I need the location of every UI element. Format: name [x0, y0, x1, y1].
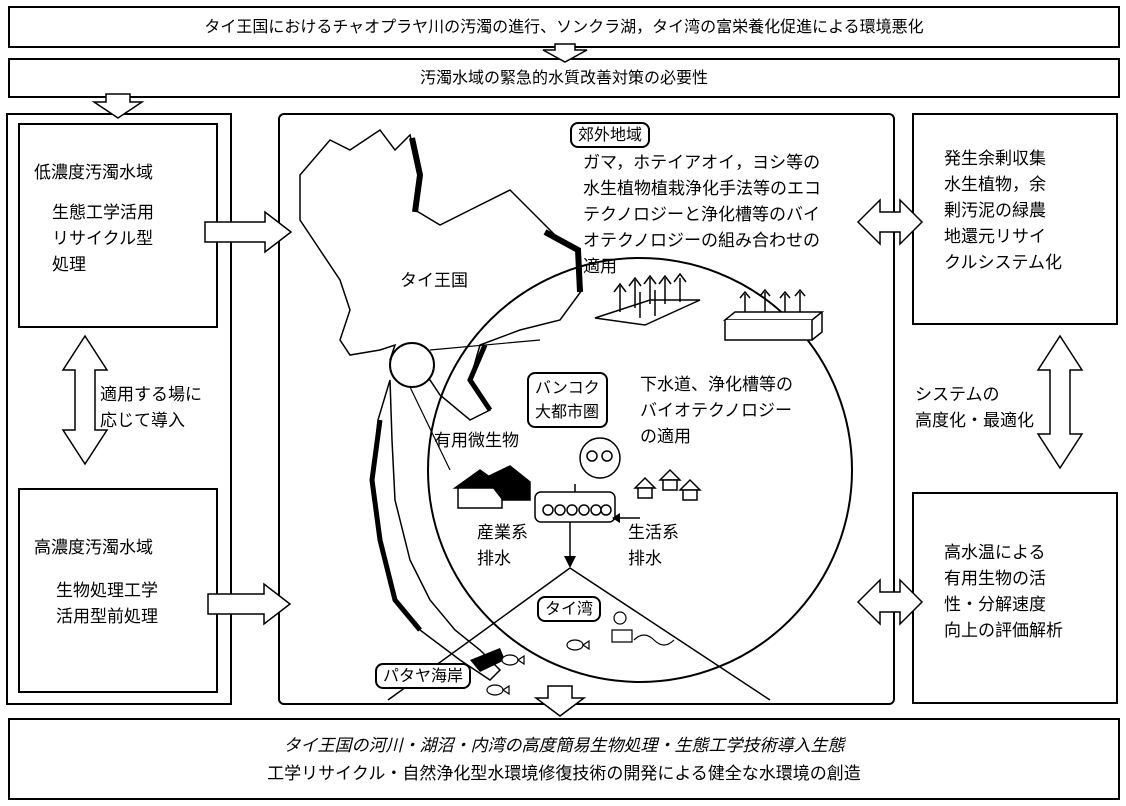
house-icon	[633, 468, 702, 501]
header-title: タイ王国におけるチャオプラヤ川の汚濁の進行、ソンクラ湖，タイ湾の富栄養化促進によ…	[204, 17, 924, 36]
industrial-wastewater-label: 産業系 排水	[477, 523, 528, 569]
septic-tank-icon	[534, 484, 616, 523]
footer-line-1: タイ王国の河川・湖沼・内湾の高度簡易生物処理・生態工学技術導入生態	[283, 736, 845, 756]
suburb-description: ガマ，ホテイアオイ，ヨシ等の 水生植物植栽浄化手法等のエコ テクノロジーと浄化槽…	[583, 153, 821, 277]
header-subtitle: 汚濁水域の緊急的水質改善対策の必要性	[419, 68, 708, 87]
double-arrow-vertical-icon	[61, 334, 109, 466]
boat-icon	[611, 611, 675, 646]
gulf-label: タイ湾	[537, 596, 602, 622]
reed-plant-icon	[594, 272, 701, 326]
suburb-label: 郊外地域	[570, 122, 651, 148]
high-concentration-box	[18, 488, 218, 693]
sewer-description: 下水道、浄化槽等の バイオテクノロジー の適用	[640, 375, 793, 447]
footer-banner	[8, 718, 1120, 800]
microbe-label: 有用微生物	[434, 431, 519, 451]
recycle-system-text: 発生余剰収集 水生植物，余 剰汚泥の緑農 地還元リサイ クルシステム化	[944, 149, 1062, 273]
fish-icon	[486, 639, 590, 696]
down-arrow-left-icon	[91, 93, 145, 119]
evaluation-text: 高水温による 有用生物の活 性・分解速度 向上の評価解析	[944, 543, 1063, 641]
low-concentration-title: 低濃度汚濁水域	[34, 163, 153, 183]
water-plant-bed-icon	[722, 288, 825, 341]
right-arrow-icon	[204, 210, 293, 254]
optimization-note: システムの 高度化・最適化	[915, 385, 1034, 431]
double-arrow-vertical-icon	[1036, 334, 1084, 470]
evaluation-box	[912, 492, 1118, 704]
bangkok-zoom-circle	[427, 257, 853, 683]
down-arrow-icon	[542, 43, 588, 63]
microbe-icon	[579, 437, 621, 479]
double-arrow-horizontal-icon	[856, 578, 924, 626]
footer-line-2: 工学リサイクル・自然浄化型水環境修復技術の開発による健全な水環境の創造	[267, 764, 861, 784]
high-concentration-body: 生物処理工学 活用型前処理	[56, 581, 158, 627]
apply-note: 適用する場に 応じて導入	[100, 385, 202, 431]
bangkok-marker	[389, 342, 435, 388]
bangkok-label: バンコク 大都市圏	[527, 372, 608, 428]
industrial-building-icon	[452, 465, 531, 509]
thailand-label: タイ王国	[400, 271, 468, 291]
pattaya-label: パタヤ海岸	[375, 663, 472, 689]
down-arrow-footer-icon	[533, 685, 587, 717]
high-concentration-title: 高濃度汚濁水域	[34, 538, 153, 558]
domestic-wastewater-label: 生活系 排水	[628, 523, 679, 569]
recycle-system-box	[912, 113, 1118, 325]
double-arrow-horizontal-icon	[856, 198, 924, 246]
low-concentration-box	[18, 123, 218, 328]
low-concentration-body: 生態工学活用 リサイクル型 処理	[52, 203, 154, 275]
right-arrow-icon	[207, 582, 292, 626]
